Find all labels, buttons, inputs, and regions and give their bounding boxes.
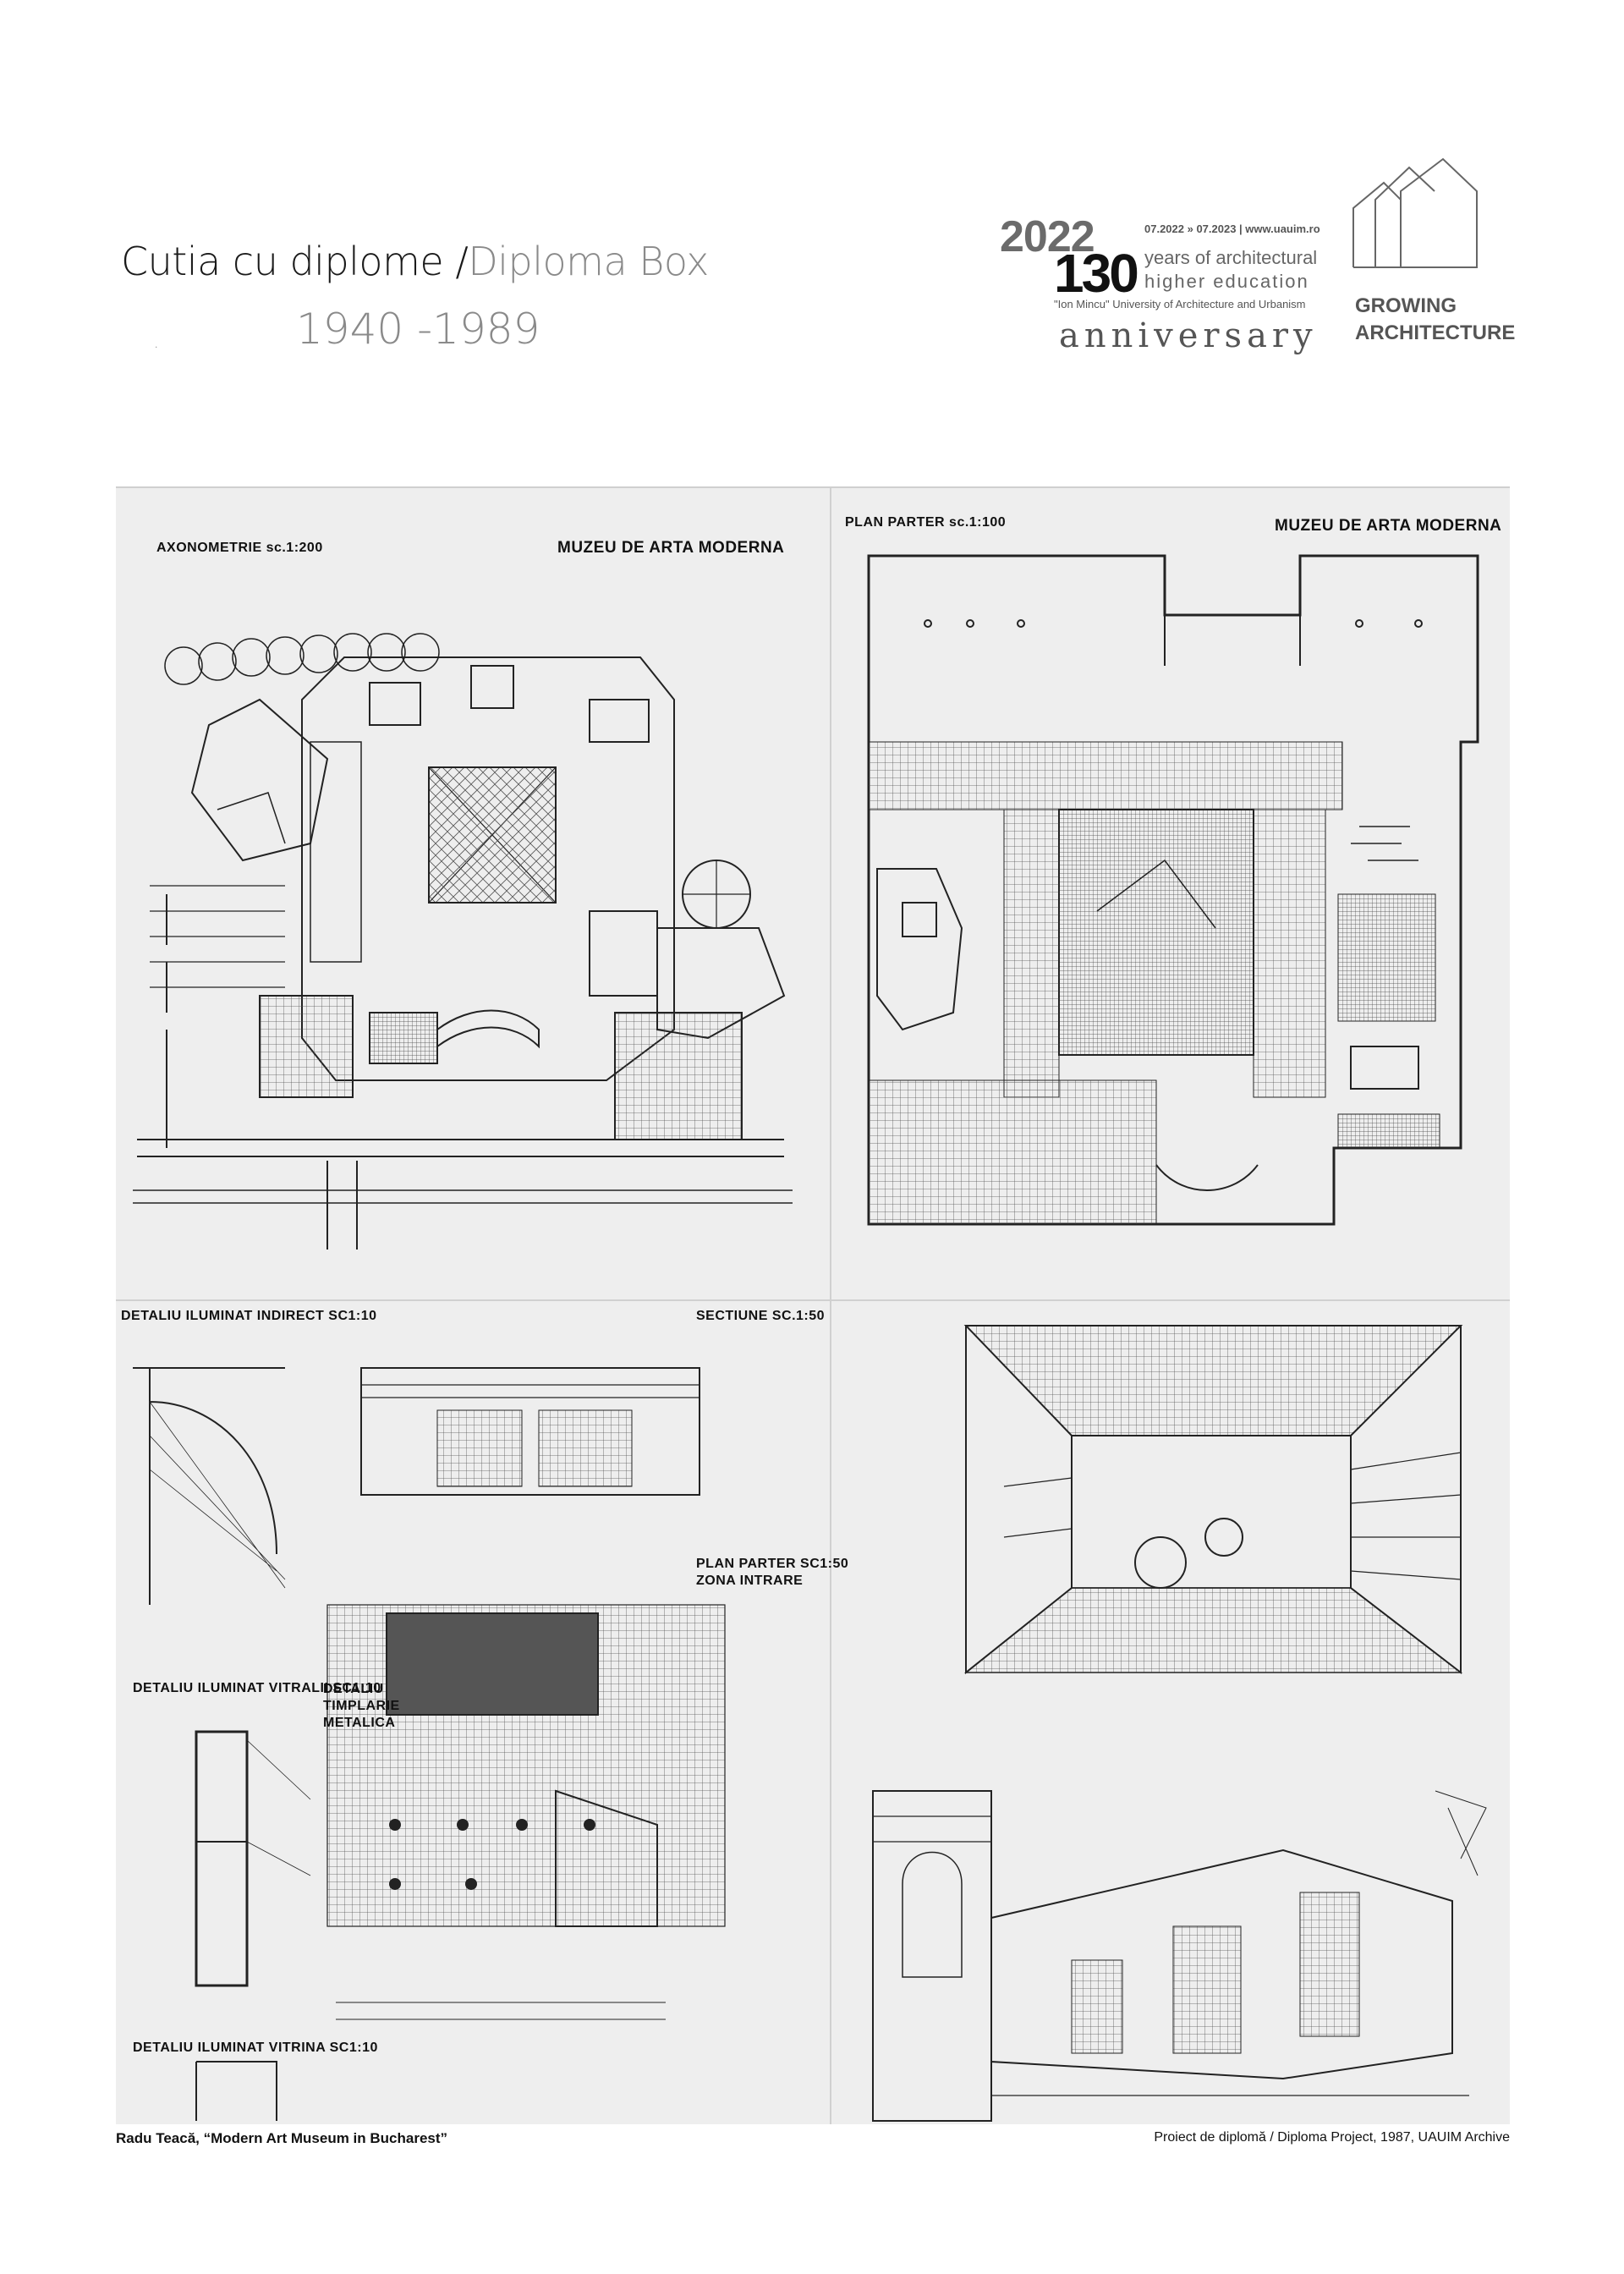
- axonometry-label: AXONOMETRIE sc.1:200: [156, 541, 323, 555]
- axonometry-title: MUZEU DE ARTA MODERNA: [557, 539, 785, 557]
- detail-metal-label-2: TIMPLARIE: [323, 1699, 400, 1713]
- brand-line-2: ARCHITECTURE: [1355, 321, 1516, 344]
- section-label: SECTIUNE SC.1:50: [696, 1309, 826, 1323]
- logo-number: 130: [1054, 243, 1139, 304]
- detail-vitralii-label: DETALIU ILUMINAT VITRALII SC1:10: [133, 1681, 381, 1695]
- exterior-perspective: [872, 1790, 1487, 2122]
- entry-plan-label-2: ZONA INTRARE: [696, 1574, 804, 1588]
- detail-metal-label: DETALIU TIMPLARIE METALICA: [323, 1681, 400, 1732]
- interior-perspective: [963, 1325, 1463, 1675]
- detail-vitrina-label: DETALIU ILUMINAT VITRINA SC1:10: [133, 2041, 378, 2055]
- logo-line-1: years of architectural: [1144, 247, 1318, 268]
- entry-plan-label-1: PLAN PARTER SC1:50: [696, 1557, 849, 1571]
- logo-anniversary: anniversary: [1059, 316, 1318, 355]
- detail-metal-label-1: DETALIU: [323, 1682, 384, 1696]
- house-outline-icon: [1352, 157, 1478, 268]
- logo-line-2: higher education: [1144, 271, 1309, 292]
- page-title: Cutia cu diplome /Diploma Box: [121, 239, 709, 284]
- axonometry-drawing: [133, 633, 793, 1250]
- title-romanian: Cutia cu diplome: [121, 239, 444, 284]
- title-separator: /: [455, 239, 469, 284]
- years-range: 1940 -1989: [296, 305, 540, 354]
- detail-metal-label-3: METALICA: [323, 1716, 396, 1730]
- plan-label: PLAN PARTER sc.1:100: [845, 515, 1007, 530]
- caption-source: Proiect de diplomă / Diploma Project, 19…: [1154, 2130, 1510, 2145]
- title-english: Diploma Box: [468, 239, 709, 284]
- entry-plan-label: PLAN PARTER SC1:50 ZONA INTRARE: [696, 1556, 848, 1590]
- stray-dot: .: [155, 338, 158, 350]
- diploma-drawings-board: AXONOMETRIE sc.1:200 MUZEU DE ARTA MODER…: [116, 486, 1510, 2124]
- ground-floor-plan: [867, 554, 1479, 1226]
- detail-indirect-label: DETALIU ILUMINAT INDIRECT SC1:10: [121, 1309, 377, 1323]
- growing-architecture-logo: GROWING ARCHITECTURE: [1350, 157, 1515, 360]
- plan-title: MUZEU DE ARTA MODERNA: [1275, 517, 1502, 535]
- logo-dates: 07.2022 » 07.2023 | www.uauim.ro: [1144, 222, 1320, 235]
- caption-author-title: Radu Teacă, “Modern Art Museum in Buchar…: [116, 2130, 448, 2146]
- architectural-drawings: [116, 488, 1510, 2124]
- logo-year: 2022: [1000, 212, 1095, 261]
- details-and-section: [133, 1367, 726, 2121]
- brand-text: GROWING ARCHITECTURE: [1355, 293, 1515, 347]
- brand-line-1: GROWING: [1355, 294, 1457, 317]
- anniversary-logo: 2022 130 07.2022 » 07.2023 | www.uauim.r…: [995, 211, 1325, 355]
- logo-university: "Ion Mincu" University of Architecture a…: [1054, 298, 1306, 310]
